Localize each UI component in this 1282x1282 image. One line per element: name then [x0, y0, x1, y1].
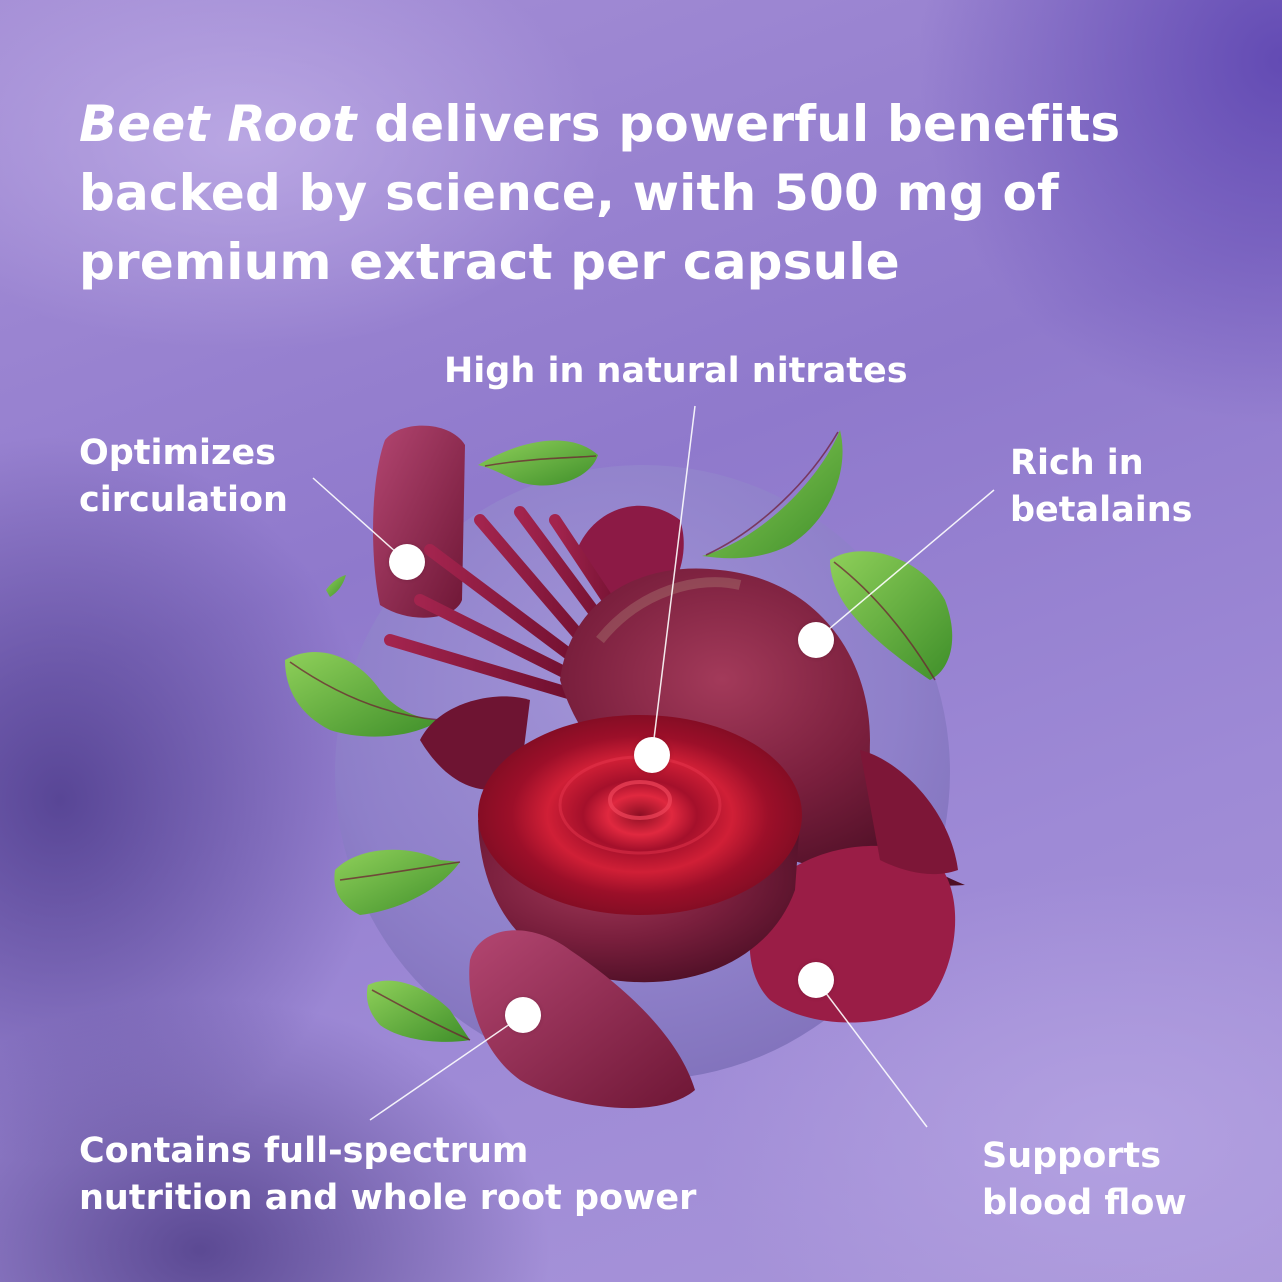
- headline-line-3: premium extract per capsule: [79, 233, 900, 291]
- marker-dot-blood-flow: [798, 962, 834, 998]
- callout-nutrition: Contains full-spectrum nutrition and who…: [79, 1131, 697, 1218]
- headline-line-1: Beet Root delivers powerful benefits: [79, 95, 1121, 153]
- headline-line-2: backed by science, with 500 mg of: [79, 164, 1059, 222]
- callout-nitrates: High in natural nitrates: [444, 351, 908, 391]
- callout-blood-flow: Supports blood flow: [982, 1136, 1187, 1223]
- marker-dot-nitrates: [634, 737, 670, 773]
- headline: Beet Root delivers powerful benefits bac…: [79, 90, 1239, 297]
- callout-circulation: Optimizes circulation: [79, 433, 288, 520]
- beet-slice-left: [373, 425, 465, 618]
- marker-dot-nutrition: [505, 997, 541, 1033]
- marker-dot-circulation: [389, 544, 425, 580]
- callout-betalains: Rich in betalains: [1010, 443, 1193, 530]
- beet-cut-surface: [478, 715, 802, 915]
- marker-dot-betalains: [798, 622, 834, 658]
- beet-slice-bottom: [469, 930, 695, 1109]
- headline-emphasis: Beet Root: [79, 95, 357, 153]
